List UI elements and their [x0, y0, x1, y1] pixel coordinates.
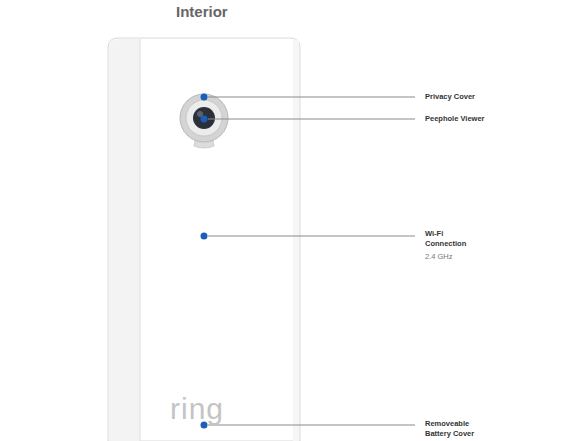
callout-label: Peephole Viewer	[425, 114, 505, 124]
callout-dot	[201, 94, 208, 101]
brand-logo: ring	[170, 394, 224, 424]
leader-line	[208, 425, 415, 426]
leader-line	[208, 119, 415, 120]
leader-line	[208, 236, 415, 237]
device-body	[108, 38, 300, 441]
device-seam	[140, 39, 141, 441]
device-edge	[293, 40, 299, 441]
callout-label: 2.4 GHz	[425, 252, 505, 262]
lens-bezel	[186, 100, 222, 136]
lens-ring	[180, 94, 228, 142]
diagram-title: Interior	[176, 3, 228, 20]
callout-label: Removeable Battery Cover	[425, 419, 485, 439]
leader-line	[208, 97, 415, 98]
callout-dot	[201, 233, 208, 240]
device-housing: ring	[108, 38, 300, 441]
peephole-lens	[193, 107, 215, 129]
callout-dot	[201, 116, 208, 123]
callout-label: Wi-Fi Connection	[425, 229, 475, 249]
callout-dots	[201, 94, 208, 429]
callout-label: Privacy Cover	[425, 92, 505, 102]
device-side	[109, 39, 140, 441]
leader-lines	[208, 97, 415, 425]
